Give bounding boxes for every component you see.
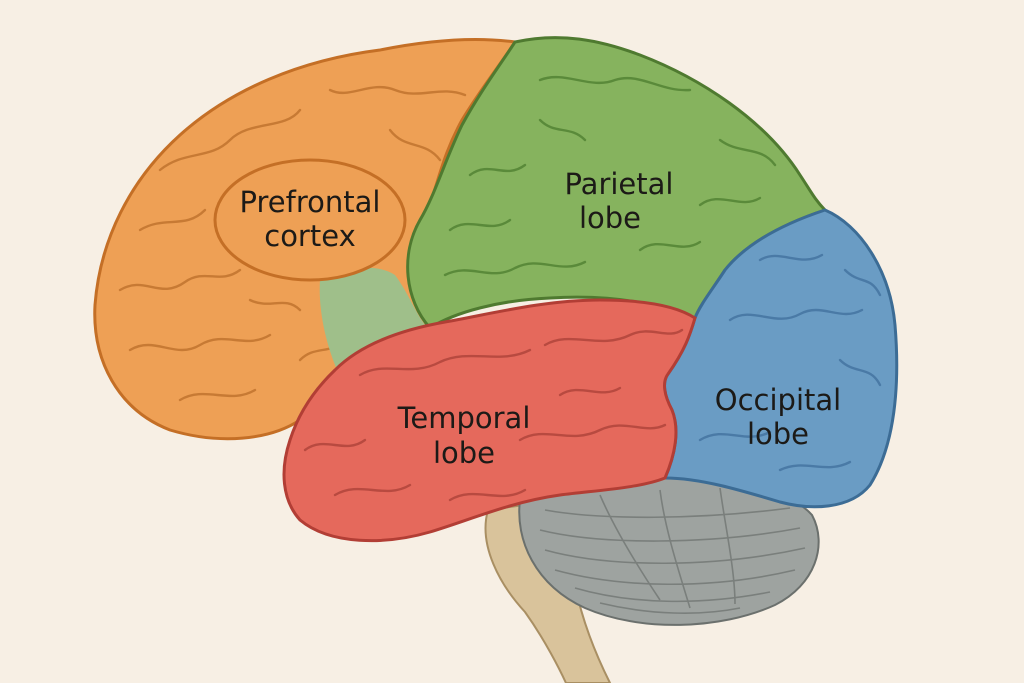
- occipital-label-line1: Occipital: [715, 383, 841, 417]
- temporal-gyri: [303, 328, 684, 502]
- parietal-gyri: [443, 75, 777, 277]
- temporal-lobe-region: [282, 298, 697, 543]
- insula-region: [319, 267, 430, 372]
- prefrontal-label-line1: Prefrontal: [240, 185, 381, 219]
- cerebellum-folds: [539, 487, 806, 614]
- temporal-label-line2: lobe: [433, 436, 495, 470]
- parietal-label-line1: Parietal: [565, 167, 674, 201]
- occipital-gyri: [698, 253, 882, 472]
- occipital-label-line2: lobe: [747, 417, 809, 451]
- temporal-label-line1: Temporal: [397, 401, 531, 435]
- prefrontal-cortex-region: [213, 158, 407, 282]
- parietal-label-line2: lobe: [579, 201, 641, 235]
- prefrontal-label-line2: cortex: [264, 219, 355, 253]
